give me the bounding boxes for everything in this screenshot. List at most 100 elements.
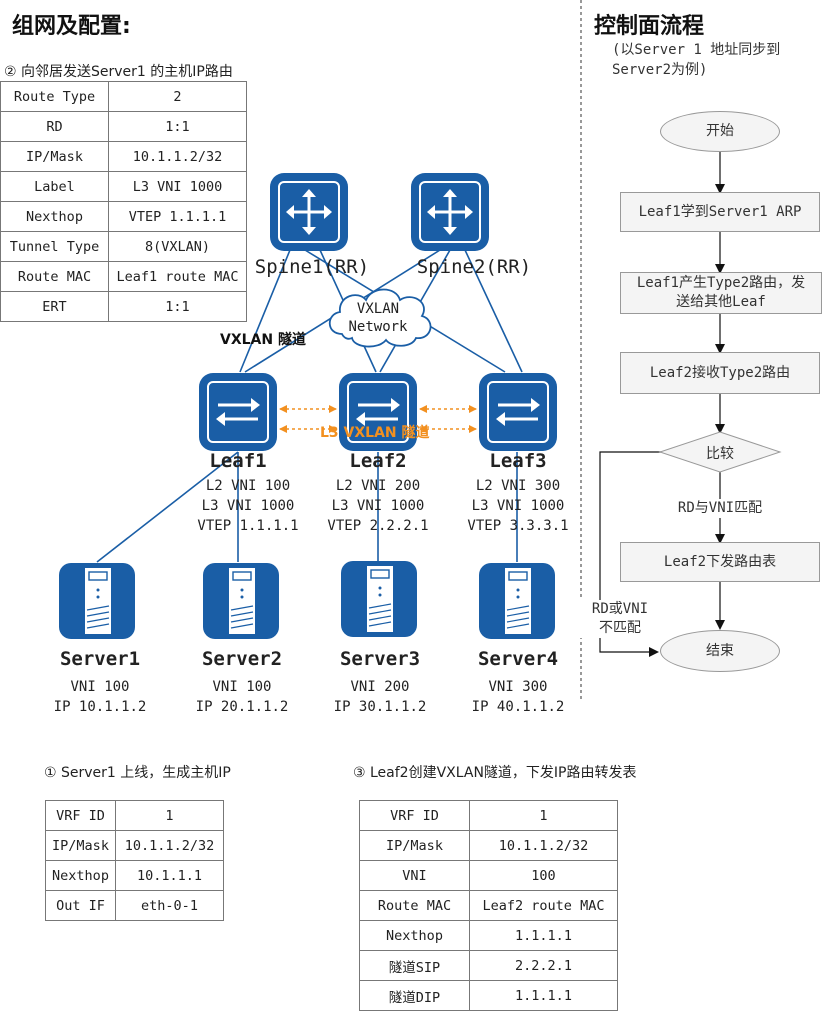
step3-table-key: Nexthop — [359, 920, 470, 951]
leaf3-l3-vni: L3 VNI 1000 — [471, 498, 565, 514]
step2-table-value: 8(VXLAN) — [108, 231, 247, 262]
leaf3-l2-vni: L2 VNI 300 — [475, 478, 561, 494]
server2[interactable] — [202, 562, 280, 644]
router-icon — [270, 173, 348, 251]
leaf1-l3-vni: L3 VNI 1000 — [201, 498, 295, 514]
leaf3-vtep: VTEP 3.3.3.1 — [467, 518, 569, 534]
flow-step2-line1: Leaf1产生Type2路由，发 — [636, 275, 806, 291]
leaf1-label: Leaf1 — [209, 450, 267, 472]
step3-table-key: VRF ID — [359, 800, 470, 831]
spine2-router[interactable] — [410, 172, 490, 256]
flow-subtitle-line1: (以Server 1 地址同步到 — [612, 42, 781, 58]
step1-caption: ① Server1 上线，生成主机IP — [44, 765, 231, 781]
leaf1-switch[interactable] — [198, 372, 278, 456]
leaf1-vtep: VTEP 1.1.1.1 — [197, 518, 299, 534]
spine2-label: Spine2(RR) — [416, 256, 532, 278]
switch-icon — [199, 373, 277, 451]
flow-step-install-route: Leaf2下发路由表 — [620, 542, 820, 582]
leaf3-label: Leaf3 — [489, 450, 547, 472]
flow-start: 开始 — [660, 111, 780, 152]
flow-subtitle: (以Server 1 地址同步到 Server2为例) — [612, 40, 780, 80]
step2-table-value: 10.1.1.2/32 — [108, 141, 247, 172]
vxlan-tunnel-label: VXLAN 隧道 — [220, 332, 306, 348]
compare-diamond — [658, 431, 782, 473]
server3-vni: VNI 200 — [350, 679, 410, 695]
step2-table-value: 1:1 — [108, 111, 247, 142]
flow-end: 结束 — [660, 630, 780, 672]
server1-ip: IP 10.1.1.2 — [53, 699, 147, 715]
spine1-label: Spine1(RR) — [254, 256, 370, 278]
server1-label: Server1 — [59, 648, 141, 670]
step2-table-key: IP/Mask — [0, 141, 109, 172]
step1-table-value: 1 — [115, 800, 224, 831]
leaf2-l2-vni: L2 VNI 200 — [335, 478, 421, 494]
leaf1-config: L2 VNI 100 L3 VNI 1000 VTEP 1.1.1.1 — [188, 476, 308, 536]
leaf2-label: Leaf2 — [349, 450, 407, 472]
flow-step-receive-type2: Leaf2接收Type2路由 — [620, 352, 820, 394]
cloud-label: VXLAN Network — [338, 300, 418, 336]
step2-table-value: L3 VNI 1000 — [108, 171, 247, 202]
step3-caption: ③ Leaf2创建VXLAN隧道，下发IP路由转发表 — [353, 765, 637, 781]
step1-table-key: Nexthop — [45, 860, 116, 891]
leaf2-l3-vni: L3 VNI 1000 — [331, 498, 425, 514]
server1[interactable] — [58, 562, 136, 644]
vxlan-cloud-icon — [328, 288, 432, 348]
step3-table-key: VNI — [359, 860, 470, 891]
server1-info: VNI 100 IP 10.1.1.2 — [40, 677, 160, 717]
step2-table-key: ERT — [0, 291, 109, 322]
leaf2-switch[interactable] — [338, 372, 418, 456]
flow-compare-label: 比较 — [706, 446, 734, 462]
step2-table-value: Leaf1 route MAC — [108, 261, 247, 292]
server3-info: VNI 200 IP 30.1.1.2 — [320, 677, 440, 717]
server2-ip: IP 20.1.1.2 — [195, 699, 289, 715]
step2-caption: ② 向邻居发送Server1 的主机IP路由 — [4, 64, 233, 80]
server3[interactable] — [340, 560, 418, 642]
flow-match-label: RD与VNI匹配 — [660, 499, 780, 518]
step1-table-value: eth-0-1 — [115, 890, 224, 921]
leaf3-config: L2 VNI 300 L3 VNI 1000 VTEP 3.3.3.1 — [458, 476, 578, 536]
step3-table-value: 10.1.1.2/32 — [469, 830, 618, 861]
step1-table-value: 10.1.1.2/32 — [115, 830, 224, 861]
server4-label: Server4 — [477, 648, 559, 670]
router-icon — [411, 173, 489, 251]
step3-table-key: 隧道SIP — [359, 950, 470, 981]
server-icon — [203, 563, 279, 639]
spine1-router[interactable] — [269, 172, 349, 256]
step1-table-key: IP/Mask — [45, 830, 116, 861]
leaf3-switch[interactable] — [478, 372, 558, 456]
server4[interactable] — [478, 562, 556, 644]
flow-step2-line2: 送给其他Leaf — [676, 294, 766, 310]
server3-ip: IP 30.1.1.2 — [333, 699, 427, 715]
server-icon — [479, 563, 555, 639]
step1-table-key: VRF ID — [45, 800, 116, 831]
server4-vni: VNI 300 — [488, 679, 548, 695]
flow-nomatch-line1: RD或VNI — [591, 601, 649, 617]
server4-info: VNI 300 IP 40.1.1.2 — [458, 677, 578, 717]
step3-table-key: 隧道DIP — [359, 980, 470, 1011]
step3-table-value: Leaf2 route MAC — [469, 890, 618, 921]
step3-table-value: 2.2.2.1 — [469, 950, 618, 981]
step2-table-key: Label — [0, 171, 109, 202]
leaf1-l2-vni: L2 VNI 100 — [205, 478, 291, 494]
server1-vni: VNI 100 — [70, 679, 130, 695]
step3-table-value: 1.1.1.1 — [469, 920, 618, 951]
step2-table-value: 1:1 — [108, 291, 247, 322]
leaf2-vtep: VTEP 2.2.2.1 — [327, 518, 429, 534]
flow-step-learn-arp: Leaf1学到Server1 ARP — [620, 192, 820, 232]
topology-title: 组网及配置: — [12, 14, 131, 39]
